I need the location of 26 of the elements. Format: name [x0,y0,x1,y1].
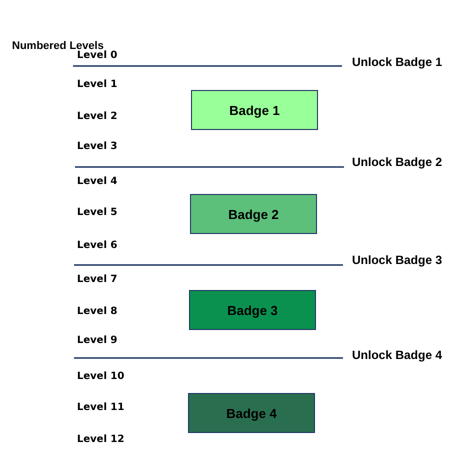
level-label: Level 3 [77,142,118,152]
level-label: Level 10 [77,372,124,382]
unlock-label: Unlock Badge 1 [352,56,442,68]
badge-box [190,194,317,234]
badge-box [188,393,315,433]
level-label: Level 7 [77,275,118,285]
unlock-label: Unlock Badge 2 [352,156,442,168]
badge-box [191,90,318,130]
level-label: Level 6 [77,241,118,251]
diagram-title: Numbered Levels [12,41,104,52]
badge-label: Badge 3 [227,302,278,318]
badge-label: Badge 1 [229,102,280,118]
badge-box [189,290,316,330]
level-label: Level 4 [77,177,118,187]
badge-label: Badge 2 [228,206,279,222]
level-label: Level 5 [77,208,118,218]
level-label: Level 12 [77,435,124,445]
level-label: Level 1 [77,80,118,90]
unlock-label: Unlock Badge 4 [352,349,442,361]
level-label: Level 11 [77,403,124,413]
level-label: Level 9 [77,336,118,346]
level-label: Level 8 [77,307,118,317]
level-label: Level 0 [77,51,118,61]
unlock-label: Unlock Badge 3 [352,254,442,266]
badge-label: Badge 4 [226,406,277,420]
level-label: Level 2 [77,112,118,122]
